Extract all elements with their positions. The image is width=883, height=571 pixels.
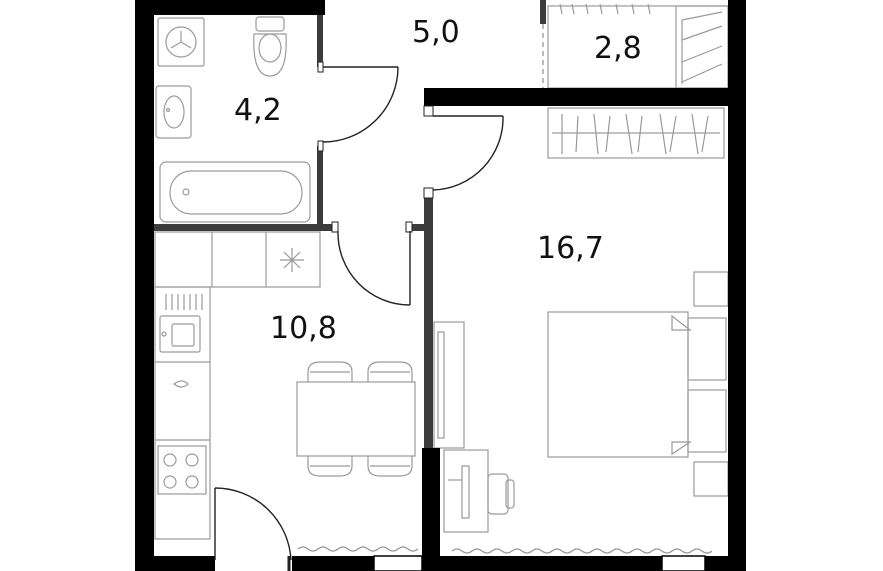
door-bedroom	[432, 115, 504, 191]
room-labels: 4,2 5,0 2,8 10,8 16,7	[234, 15, 642, 346]
wall-bath-hall-lower	[317, 146, 323, 231]
water-drop-icon	[172, 380, 189, 388]
kitchen-counter-icon	[154, 231, 321, 540]
door-kitchen	[337, 230, 411, 306]
kitchen-fixtures	[154, 231, 419, 552]
toilet-icon	[253, 16, 287, 77]
bedroom-wardrobe-icon	[547, 107, 725, 159]
chair-icon	[487, 473, 515, 515]
dishwasher-icon	[165, 294, 203, 310]
wall-bedroom-south-pier	[422, 448, 440, 571]
wall-east	[728, 0, 746, 571]
dining-chair-icon	[367, 361, 413, 382]
cooktop-icon	[157, 445, 207, 495]
tv-unit-icon	[433, 321, 465, 449]
dining-table-icon	[296, 381, 416, 457]
room-area-bedroom: 16,7	[537, 231, 604, 266]
desk-icon	[443, 449, 489, 533]
wall-south-west	[135, 556, 215, 571]
dining-chair-icon	[367, 456, 413, 477]
radiator-kitchen-icon	[297, 546, 419, 552]
wall-south-east	[705, 556, 746, 571]
bed-icon	[547, 311, 727, 458]
wall-kitchen-hall-right	[408, 224, 428, 231]
window-kitchen	[373, 555, 423, 571]
wall-bath-hall-upper	[317, 15, 323, 67]
fridge-icon	[280, 248, 304, 272]
wall-bedroom-north	[424, 88, 728, 106]
door-entrance	[214, 487, 292, 571]
room-area-hallway: 5,0	[412, 15, 460, 50]
dining-chair-icon	[307, 456, 353, 477]
wall-bath-kitchen	[154, 224, 334, 231]
dining-chair-icon	[307, 361, 353, 382]
wall-south-mid	[292, 556, 374, 571]
radiator-bedroom-icon	[451, 548, 713, 554]
walls	[135, 0, 746, 571]
kitchen-sink-icon	[159, 315, 201, 353]
doors	[214, 66, 504, 571]
wall-south-bedroom	[440, 556, 662, 571]
wall-wardrobe-stub	[540, 0, 546, 24]
nightstand-bottom-icon	[693, 461, 729, 497]
room-area-wardrobe: 2,8	[594, 31, 642, 66]
window-bedroom	[661, 555, 706, 571]
wall-west	[135, 0, 154, 556]
room-area-kitchen: 10,8	[270, 311, 337, 346]
nightstand-top-icon	[693, 271, 729, 307]
wall-north-bath	[135, 0, 325, 15]
bathroom-fixtures	[155, 16, 311, 223]
bedroom-fixtures	[433, 107, 729, 554]
bathtub-icon	[159, 161, 311, 223]
sink-icon	[155, 85, 192, 139]
room-area-bathroom: 4,2	[234, 93, 282, 128]
door-bathroom	[322, 66, 399, 143]
wall-kitchen-bedroom	[424, 192, 433, 448]
washing-machine-icon	[157, 17, 205, 67]
